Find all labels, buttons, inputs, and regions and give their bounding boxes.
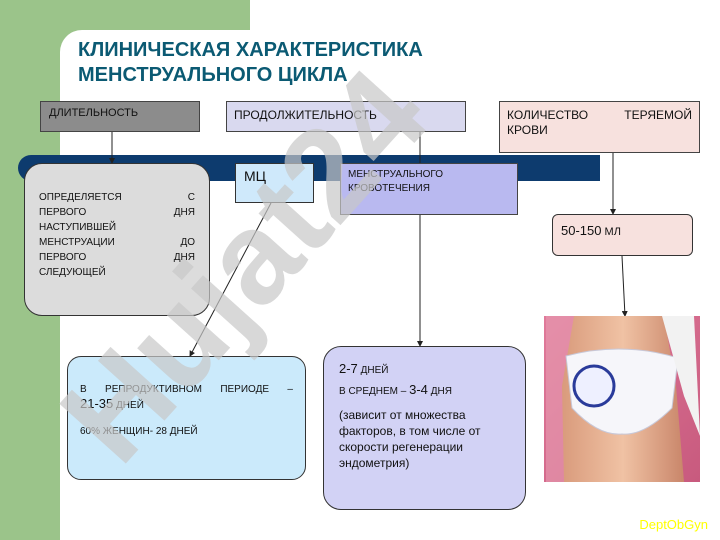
volume-box: 50-150 МЛ — [552, 214, 693, 256]
definition-line: ПЕРВОГО ДНЯ — [39, 207, 195, 218]
women-days-num: 28 — [153, 426, 167, 437]
reproductive-period-box: В РЕПРОДУКТИВНОМ ПЕРИОДЕ – 21-35 ДНЕЙ 60… — [67, 356, 306, 480]
blood-loss-box: КОЛИЧЕСТВО ТЕРЯЕМОЙ КРОВИ — [499, 101, 700, 153]
definition-line: НАСТУПИВШЕЙ — [39, 222, 117, 233]
reproductive-days: ДНЕЙ — [113, 400, 144, 411]
length-label: ПРОДОЛЖИТЕЛЬНОСТЬ — [234, 108, 377, 122]
definition-line: МЕНСТРУАЦИИ ДО — [39, 237, 195, 248]
title-line-2: МЕНСТРУАЛЬНОГО ЦИКЛА — [78, 64, 348, 86]
days-note: (зависит от множества факторов, в том чи… — [339, 408, 481, 470]
menstrual-bleeding-box: МЕНСТРУАЛЬНОГО КРОВОТЕЧЕНИЯ — [340, 163, 518, 215]
length-box: ПРОДОЛЖИТЕЛЬНОСТЬ — [226, 101, 466, 132]
women-percent: 60% ЖЕНЩИН- — [80, 426, 154, 437]
definition-line: СЛЕДУЮЩЕЙ — [39, 267, 106, 278]
blood-loss-label: КОЛИЧЕСТВО ТЕРЯЕМОЙ КРОВИ — [507, 108, 692, 137]
average-prefix: В СРЕДНЕМ – — [339, 386, 410, 397]
definition-box: ОПРЕДЕЛЯЕТСЯ С ПЕРВОГО ДНЯ НАСТУПИВШЕЙ М… — [24, 163, 210, 316]
mc-box: МЦ — [235, 163, 314, 203]
title-background — [60, 30, 520, 100]
volume-unit: МЛ — [601, 226, 621, 238]
days-label: ДНЕЙ — [357, 365, 389, 376]
mc-label: МЦ — [244, 168, 267, 184]
women-days: ДНЕЙ — [166, 426, 198, 437]
page-title: КЛИНИЧЕСКАЯ ХАРАКТЕРИСТИКА МЕНСТРУАЛЬНОГ… — [78, 38, 518, 88]
footer-credit: DeptObGyn — [639, 517, 708, 532]
volume-value: 50-150 — [561, 223, 602, 238]
reproductive-prefix: В РЕПРОДУКТИВНОМ ПЕРИОДЕ – — [80, 384, 293, 395]
title-line-1: КЛИНИЧЕСКАЯ ХАРАКТЕРИСТИКА — [78, 39, 423, 61]
menstrual-bleeding-label: МЕНСТРУАЛЬНОГО КРОВОТЕЧЕНИЯ — [348, 169, 443, 194]
bleeding-days-box: 2-7 ДНЕЙ В СРЕДНЕМ – 3-4 ДНЯ (зависит от… — [323, 346, 526, 510]
illustration-photo — [544, 316, 700, 482]
reproductive-range: 21-35 — [80, 396, 114, 411]
definition-line: ОПРЕДЕЛЯЕТСЯ С — [39, 192, 195, 203]
average-label: ДНЯ — [427, 386, 452, 397]
average-range: 3-4 — [409, 382, 428, 397]
duration-label: ДЛИТЕЛЬНОСТЬ — [49, 107, 139, 119]
definition-line: ПЕРВОГО ДНЯ — [39, 252, 195, 263]
days-range: 2-7 — [339, 361, 358, 376]
duration-box: ДЛИТЕЛЬНОСТЬ — [40, 101, 200, 132]
